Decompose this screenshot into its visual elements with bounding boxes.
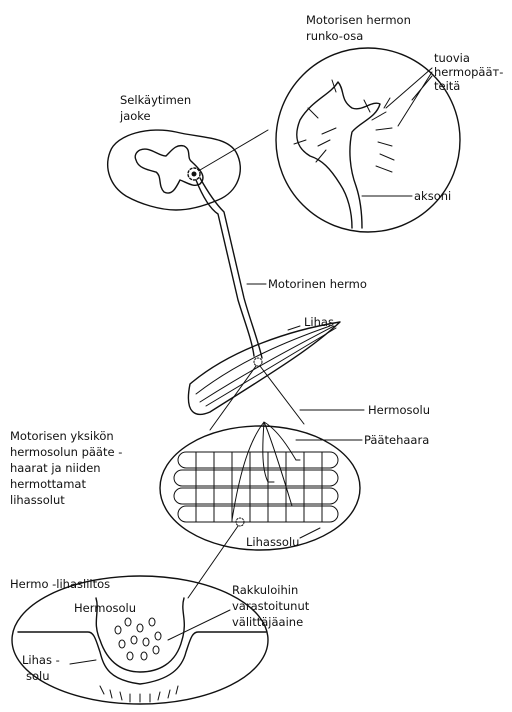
junction-muscle-pointer: [70, 660, 96, 664]
junction-ellipse: [12, 576, 268, 704]
vesicles-label-line1: Rakkuloihin: [232, 583, 298, 597]
motor-unit-label-line1: Motorisen yksikön: [10, 429, 114, 443]
motor-unit-inset: [160, 422, 360, 550]
vesicles-pointer: [168, 610, 230, 640]
cell-body-title-line1: Motorisen hermon: [306, 13, 411, 27]
grey-matter-butterfly: [135, 146, 203, 193]
terminal-branch-label: Päätehaara: [364, 433, 429, 447]
muscle-cell-pointer: [300, 528, 320, 538]
cell-body-inset: [276, 48, 460, 232]
junction-muscle-label-line2: solu: [26, 669, 50, 683]
muscle-pointer: [288, 326, 300, 330]
muscle: [188, 322, 340, 414]
motor-unit-label-line3: haarat ja niiden: [10, 461, 101, 475]
motor-nerve-line-a: [196, 180, 254, 356]
muscle-label: Lihas: [304, 315, 334, 329]
junction-nerve-cell-label: Hermosolu: [74, 601, 136, 615]
motor-unit-label-line4: hermottamat: [10, 477, 86, 491]
afferent-label-line3: teitä: [434, 79, 460, 93]
terminal-marks: [268, 460, 300, 506]
spinal-label-line1: Selkäytimen: [120, 93, 191, 107]
muscle-cell-stack: [174, 452, 338, 522]
cell-body-title-line2: runko-osa: [306, 29, 363, 43]
neuron-soma: [297, 82, 380, 228]
muscle-outline: [188, 322, 340, 414]
vesicles: [115, 618, 161, 660]
afferent-pointer-lines: [386, 68, 432, 126]
motor-unit-label-line2: hermosolun pääte -: [10, 445, 122, 459]
motor-neuron-core: [192, 172, 197, 177]
spinal-cord-outline: [108, 130, 241, 210]
spinal-label-line2: jaoke: [119, 109, 151, 123]
junction-label: Hermo -lihasliitos: [10, 577, 110, 591]
spinal-cord-segment: [108, 130, 268, 210]
afferent-label-line2: hermopääт-: [434, 65, 503, 79]
junction-inset: [12, 576, 268, 704]
nerve-entry-point: [254, 358, 262, 366]
cell-body-circle: [276, 48, 460, 232]
spinal-to-inset-line: [200, 130, 268, 170]
junction-muscle-label-line1: Lihas -: [22, 653, 60, 667]
muscle-fibers: [196, 326, 336, 406]
motor-unit-label-line5: lihassolut: [10, 493, 65, 507]
nerve-cell-label: Hermosolu: [368, 403, 430, 417]
axon-label: aksoni: [414, 189, 451, 203]
vesicles-label-line3: välittäjäaine: [232, 615, 303, 629]
junctional-folds: [100, 686, 178, 702]
muscle-cell-label: Lihassolu: [246, 535, 299, 549]
vesicles-label-line2: varastoitunut: [232, 599, 310, 613]
afferent-label-line1: tuovia: [434, 51, 470, 65]
motor-nerve-label: Motorinen hermo: [268, 277, 367, 291]
